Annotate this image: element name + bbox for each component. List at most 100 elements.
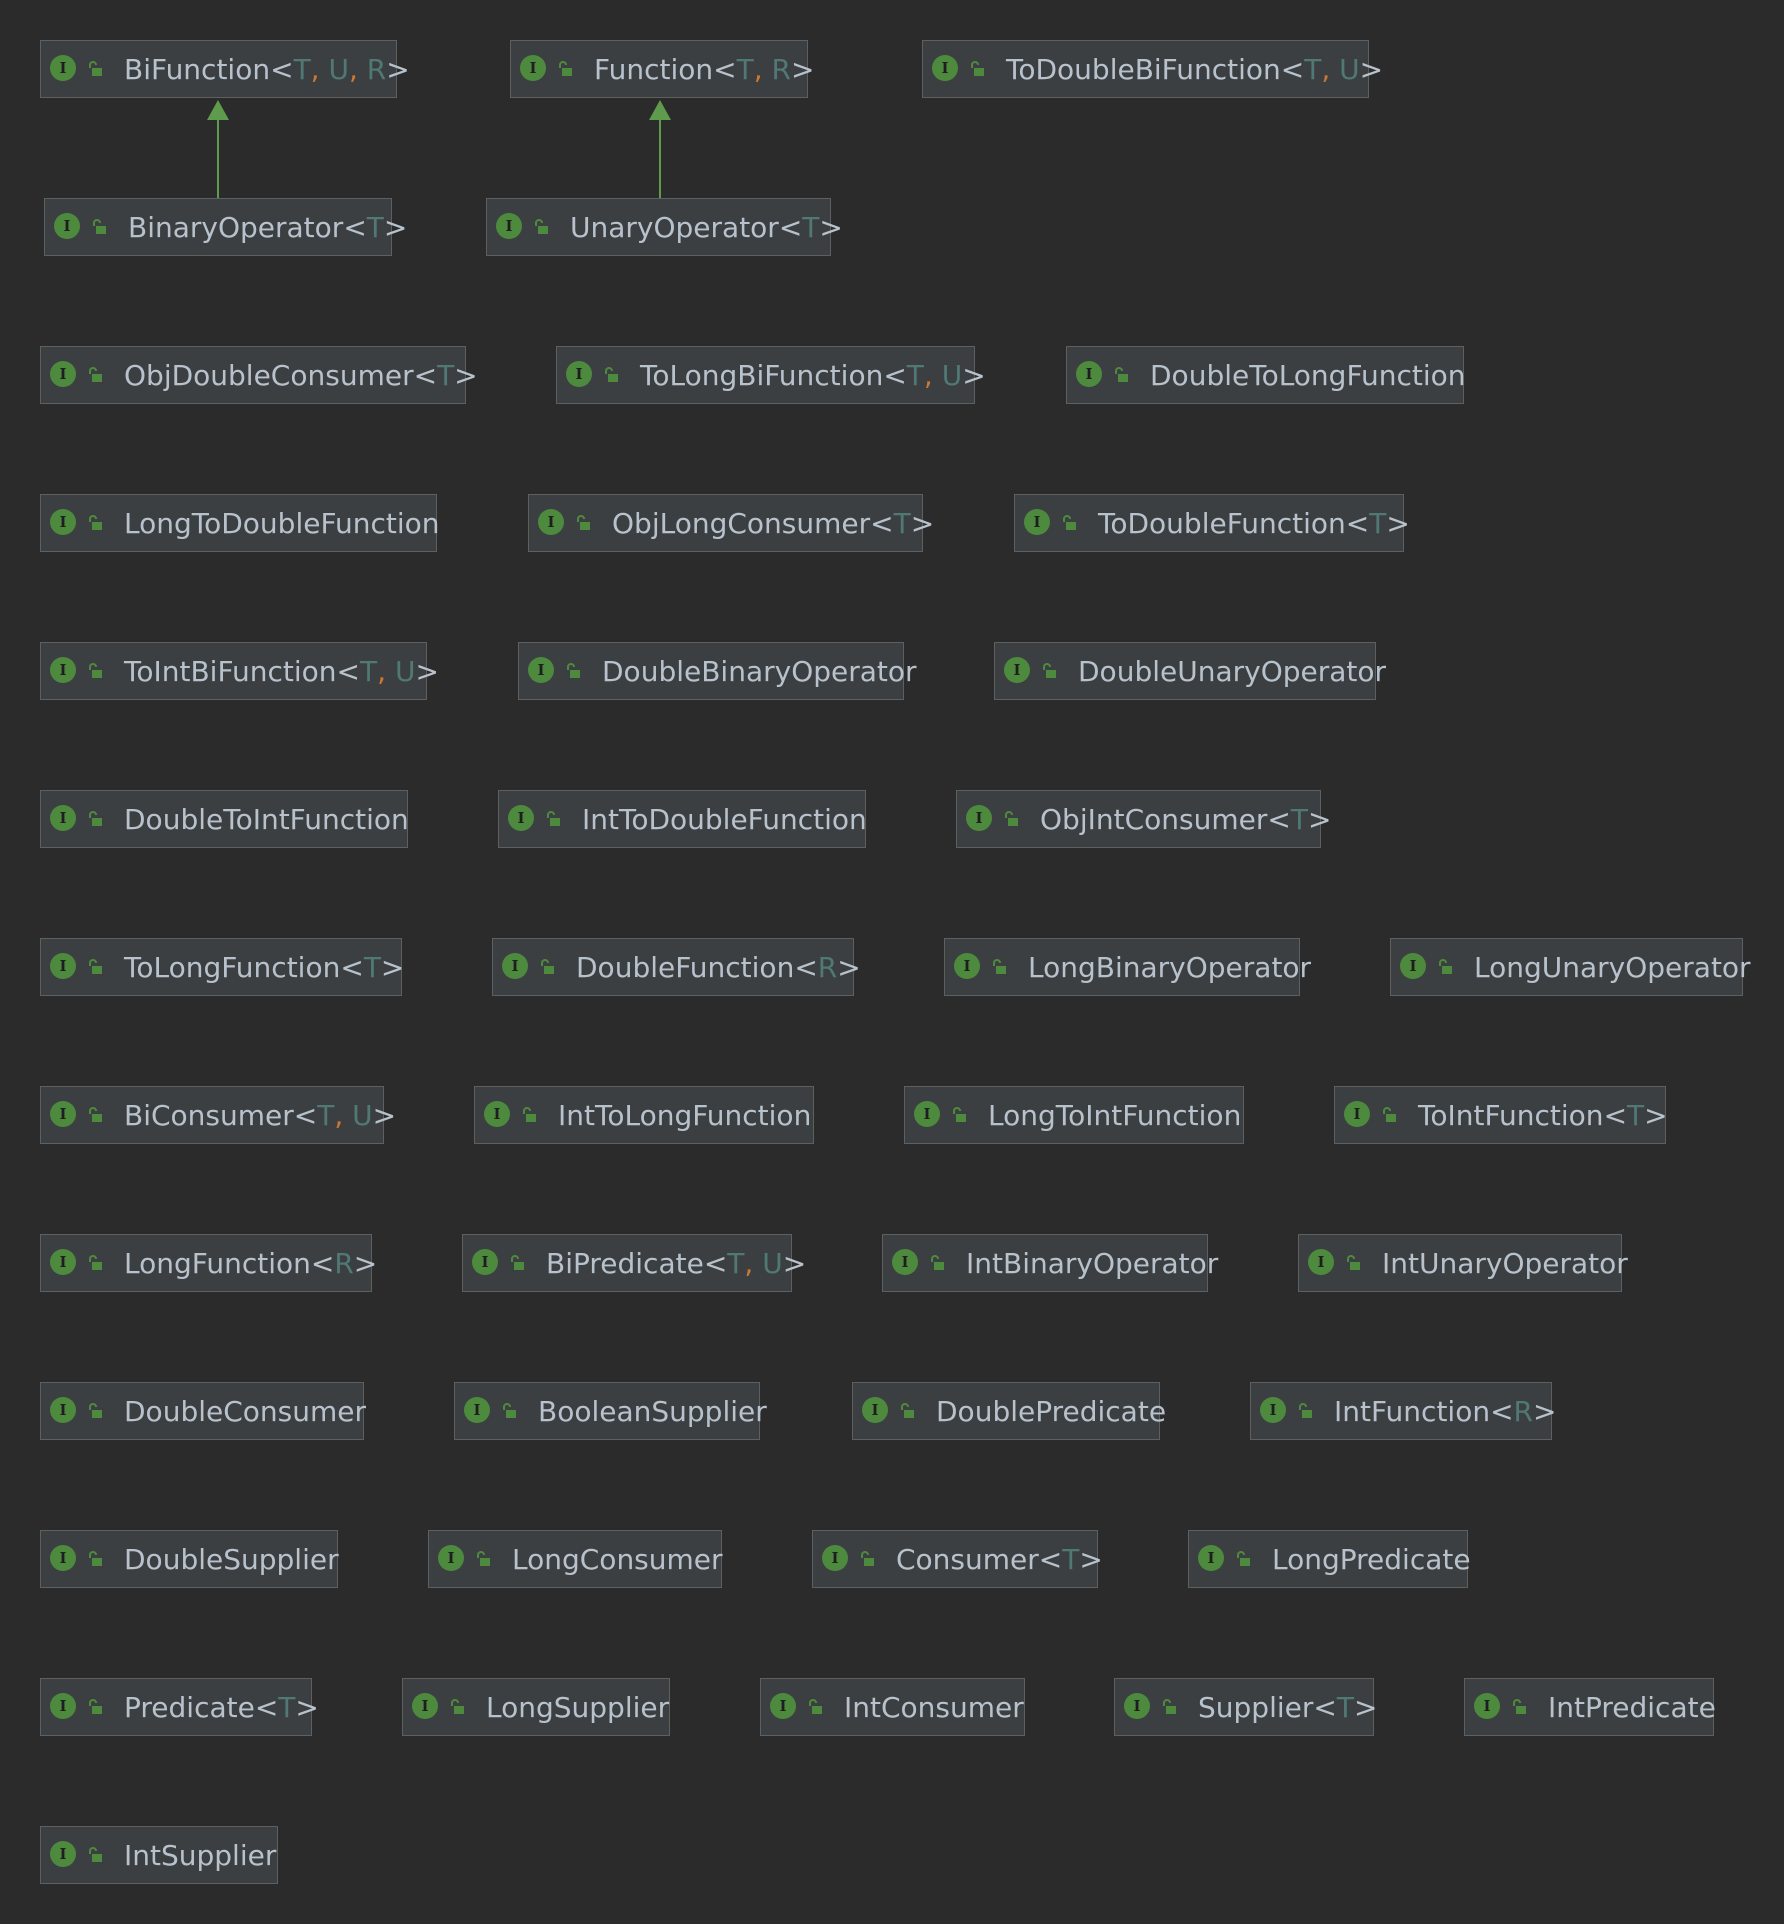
- interface-simple-name: IntConsumer: [844, 1691, 1024, 1724]
- interface-icon: I: [966, 805, 992, 831]
- public-access-icon: [559, 61, 572, 76]
- type-parameter: R: [366, 53, 387, 86]
- interface-simple-name: ToDoubleFunction: [1098, 507, 1346, 540]
- public-access-icon: [1237, 1551, 1250, 1566]
- interface-name: LongSupplier: [486, 1679, 669, 1737]
- interface-icon: I: [538, 509, 564, 535]
- interface-simple-name: ObjDoubleConsumer: [124, 359, 414, 392]
- interface-simple-name: DoubleFunction: [576, 951, 795, 984]
- interface-name: ToDoubleFunction<T>: [1098, 507, 1410, 540]
- interface-name: ToLongBiFunction<T, U>: [640, 359, 986, 392]
- interface-simple-name: DoubleUnaryOperator: [1078, 655, 1387, 688]
- public-access-icon: [89, 663, 102, 678]
- interface-simple-name: ObjIntConsumer: [1040, 803, 1268, 836]
- interface-name: ToIntFunction<T>: [1418, 1099, 1668, 1132]
- extends-arrowhead: [649, 100, 671, 120]
- public-access-icon: [1299, 1403, 1312, 1418]
- interface-icon: I: [954, 953, 980, 979]
- interface-simple-name: ObjLongConsumer: [612, 507, 871, 540]
- type-parameter: T: [1062, 1543, 1080, 1576]
- interface-icon: I: [1004, 657, 1030, 683]
- interface-name: LongUnaryOperator: [1474, 939, 1751, 997]
- interface-simple-name: UnaryOperator: [570, 211, 779, 244]
- interface-icon: I: [50, 1397, 76, 1423]
- interface-simple-name: ToIntBiFunction: [124, 655, 337, 688]
- type-parameter: T: [802, 211, 820, 244]
- interface-icon: I: [50, 1693, 76, 1719]
- type-parameter: U: [352, 1099, 373, 1132]
- interface-icon: I: [50, 805, 76, 831]
- interface-icon: I: [1198, 1545, 1224, 1571]
- public-access-icon: [89, 61, 102, 76]
- interface-icon: I: [1124, 1693, 1150, 1719]
- public-access-icon: [89, 959, 102, 974]
- type-parameter: T: [1369, 507, 1387, 540]
- interface-name: IntConsumer: [844, 1679, 1024, 1737]
- public-access-icon: [1163, 1699, 1176, 1714]
- interface-icon: I: [50, 55, 76, 81]
- type-parameter: R: [771, 53, 791, 86]
- public-access-icon: [1063, 515, 1076, 530]
- public-access-icon: [89, 811, 102, 826]
- interface-icon: I: [1308, 1249, 1334, 1275]
- interface-name: ToIntBiFunction<T, U>: [124, 655, 439, 688]
- type-parameter: T: [1304, 53, 1322, 86]
- public-access-icon: [1439, 959, 1452, 974]
- interface-node-double-unary-operator[interactable]: I DoubleUnaryOperator: [994, 642, 1386, 700]
- public-access-icon: [809, 1699, 822, 1714]
- interface-simple-name: IntPredicate: [1548, 1691, 1716, 1724]
- type-parameter: R: [817, 951, 838, 984]
- public-access-icon: [953, 1107, 966, 1122]
- interface-simple-name: LongToIntFunction: [988, 1099, 1242, 1132]
- type-parameter: T: [366, 211, 384, 244]
- type-parameter: U: [328, 53, 349, 86]
- type-parameter: R: [1513, 1395, 1534, 1428]
- interface-simple-name: IntSupplier: [124, 1839, 277, 1872]
- interface-simple-name: DoubleSupplier: [124, 1543, 339, 1576]
- public-access-icon: [93, 219, 106, 234]
- interface-name: BinaryOperator<T>: [128, 211, 408, 244]
